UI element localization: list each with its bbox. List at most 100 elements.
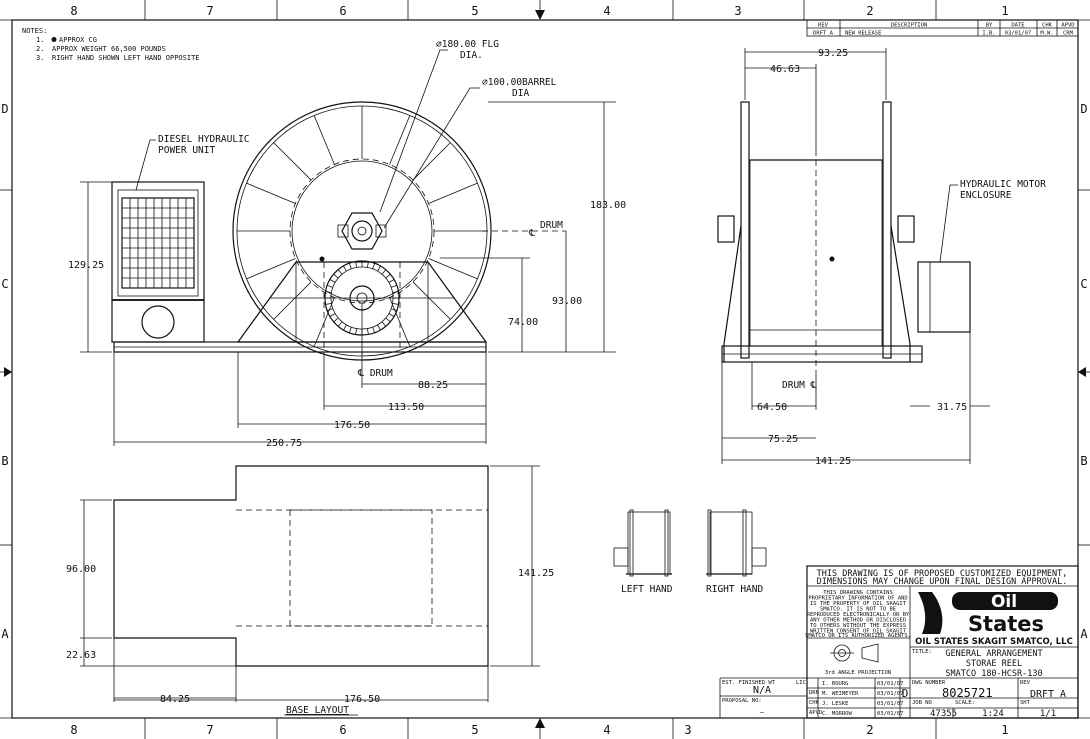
title-line-1: GENERAL ARRANGEMENT <box>945 649 1042 659</box>
logo-text-bottom: States <box>968 612 1044 636</box>
rev-cell: M.W. <box>1040 31 1053 37</box>
person-name: M. WEIMEYER <box>822 691 859 697</box>
projection-symbol <box>830 643 879 663</box>
side-elevation: HYDRAULIC MOTOR ENCLOSURE 93.25 46.63 DR… <box>717 48 1046 467</box>
person-date: 03/01/07 <box>877 701 904 707</box>
proprietary-line: WRITTEN CONSENT OF OIL SKAGIT <box>810 629 907 635</box>
reel-spoke <box>273 281 312 320</box>
zone-top: 5 <box>471 4 478 18</box>
sheet-size: D <box>902 687 909 700</box>
gear-tooth <box>385 317 391 323</box>
zone-bottom: 2 <box>866 723 873 737</box>
flange-label: ⌀180.00 FLG <box>436 39 499 50</box>
gear-tooth <box>343 324 347 331</box>
reel-spoke <box>273 142 312 181</box>
zone-top: 1 <box>1001 4 1008 18</box>
right-hand-view: RIGHT HAND <box>706 509 767 595</box>
zone-right: C <box>1080 277 1087 291</box>
title-line-2: STORAE REEL <box>966 659 1022 669</box>
gear-tooth <box>337 321 343 327</box>
gear-tooth <box>325 302 332 305</box>
dim-129: 129.25 <box>68 260 104 271</box>
drum-centerline-label: DRUM <box>540 220 563 231</box>
title-line-3: SMATCO 180-HCSR-130 <box>945 669 1042 679</box>
projection-label: 3rd ANGLE PROJECTION <box>825 670 891 676</box>
note-text: APPROX WEIGHT 66,500 POUNDS <box>52 45 166 53</box>
dim-8425: 84.25 <box>160 694 190 705</box>
reel-spoke <box>246 258 296 280</box>
proprietary-notice: THIS DRAWING CONTAINS PROPRIETARY INFORM… <box>805 590 911 639</box>
dim-9325: 93.25 <box>818 48 848 59</box>
dwg-label: DWG NUMBER <box>912 680 946 686</box>
hyd-motor-label-2: ENCLOSURE <box>960 190 1012 201</box>
person-role: APVD <box>809 710 822 716</box>
gear-tooth <box>390 284 397 288</box>
proprietary-line: ANY OTHER METHOD OR DISCLOSED <box>810 618 906 624</box>
rev-header: REV <box>818 23 829 29</box>
dim-74: 74.00 <box>508 317 538 328</box>
zone-top: 8 <box>70 4 77 18</box>
note-text: RIGHT HAND SHOWN LEFT HAND OPPOSITE <box>52 54 200 62</box>
horizontal-dims-front <box>113 352 487 446</box>
person-role: DRN <box>809 690 819 696</box>
hyd-motor-label: HYDRAULIC MOTOR <box>960 179 1046 190</box>
gear-tooth <box>348 263 352 270</box>
rev-cell: 03/01/07 <box>1005 31 1032 37</box>
barrel-label-2: DIA <box>512 88 529 99</box>
note-text: APPROX CG <box>59 36 97 44</box>
drum-side-label: DRUM ℄ <box>782 380 818 391</box>
proprietary-line: IS THE PROPERTY OF OIL SKAGIT <box>810 601 907 607</box>
front-elevation: ⌀180.00 FLG DIA. ⌀100.00BARREL DIA DIESE… <box>68 39 626 449</box>
logo-text-top: Oil <box>991 592 1017 612</box>
gear-tooth <box>388 279 395 283</box>
reel-spoke <box>389 115 411 165</box>
person-name: I. BOURG <box>822 681 849 687</box>
proprietary-line: TO OTHERS WITHOUT THE EXPRESS <box>810 623 906 629</box>
person-role: CHK <box>809 700 820 706</box>
rev-header: BY <box>986 23 993 29</box>
power-unit <box>111 181 205 343</box>
person-date: 03/01/07 <box>877 681 904 687</box>
person-name: J. LESKE <box>822 701 849 707</box>
barrel-label: ⌀100.00BARREL <box>482 77 557 88</box>
zone-bottom: 8 <box>70 723 77 737</box>
gear-tooth <box>348 326 352 333</box>
dim-96: 96.00 <box>66 564 96 575</box>
zone-left: C <box>1 277 8 291</box>
reel-spoke <box>428 182 478 204</box>
gear-tooth <box>329 313 336 317</box>
side-bottom-dims <box>721 332 990 464</box>
gear-tooth <box>343 265 347 272</box>
company-name: OIL STATES SKAGIT SMATCO, LLC <box>915 637 1073 647</box>
zone-right: B <box>1080 454 1087 468</box>
note-number: 2. <box>36 45 44 53</box>
proprietary-line: SMATCO OR ITS AUTHORIZED AGENTS. <box>805 633 911 639</box>
gear-tooth <box>388 313 395 317</box>
reel-spoke <box>246 182 296 204</box>
title-block: THIS DRAWING IS OF PROPOSED CUSTOMIZED E… <box>719 565 1079 719</box>
dim-14125b: 141.25 <box>518 568 554 579</box>
base-layout-label: BASE LAYOUT <box>286 705 349 716</box>
note-number: 1. <box>36 36 44 44</box>
flange-label-2: DIA. <box>460 50 483 61</box>
gear-tooth <box>392 302 399 305</box>
gear-tooth <box>381 321 387 327</box>
reel-spoke <box>412 142 451 181</box>
side-top-dims <box>744 48 887 150</box>
zone-top: 4 <box>603 4 610 18</box>
reel-flange <box>232 101 492 361</box>
rev-cell: DRFT A <box>813 31 834 37</box>
rev-cell: CRM <box>1063 31 1074 37</box>
gear-tooth <box>381 269 387 275</box>
zone-bottom: 6 <box>339 723 346 737</box>
zone-bottom: 5 <box>471 723 478 737</box>
zone-labels-top: 8 7 6 5 4 3 2 1 <box>70 4 1008 18</box>
rev-cell: NEW RELEASE <box>845 31 881 37</box>
center-mark-top-icon <box>535 10 545 20</box>
gear-tooth <box>392 291 399 294</box>
diesel-label: DIESEL HYDRAULIC <box>158 134 250 145</box>
zone-labels-left: D C B A <box>1 102 9 641</box>
left-hand-view: LEFT HAND <box>613 509 673 595</box>
zone-labels-bottom: 8 7 6 5 4 3 2 1 <box>70 723 1008 737</box>
